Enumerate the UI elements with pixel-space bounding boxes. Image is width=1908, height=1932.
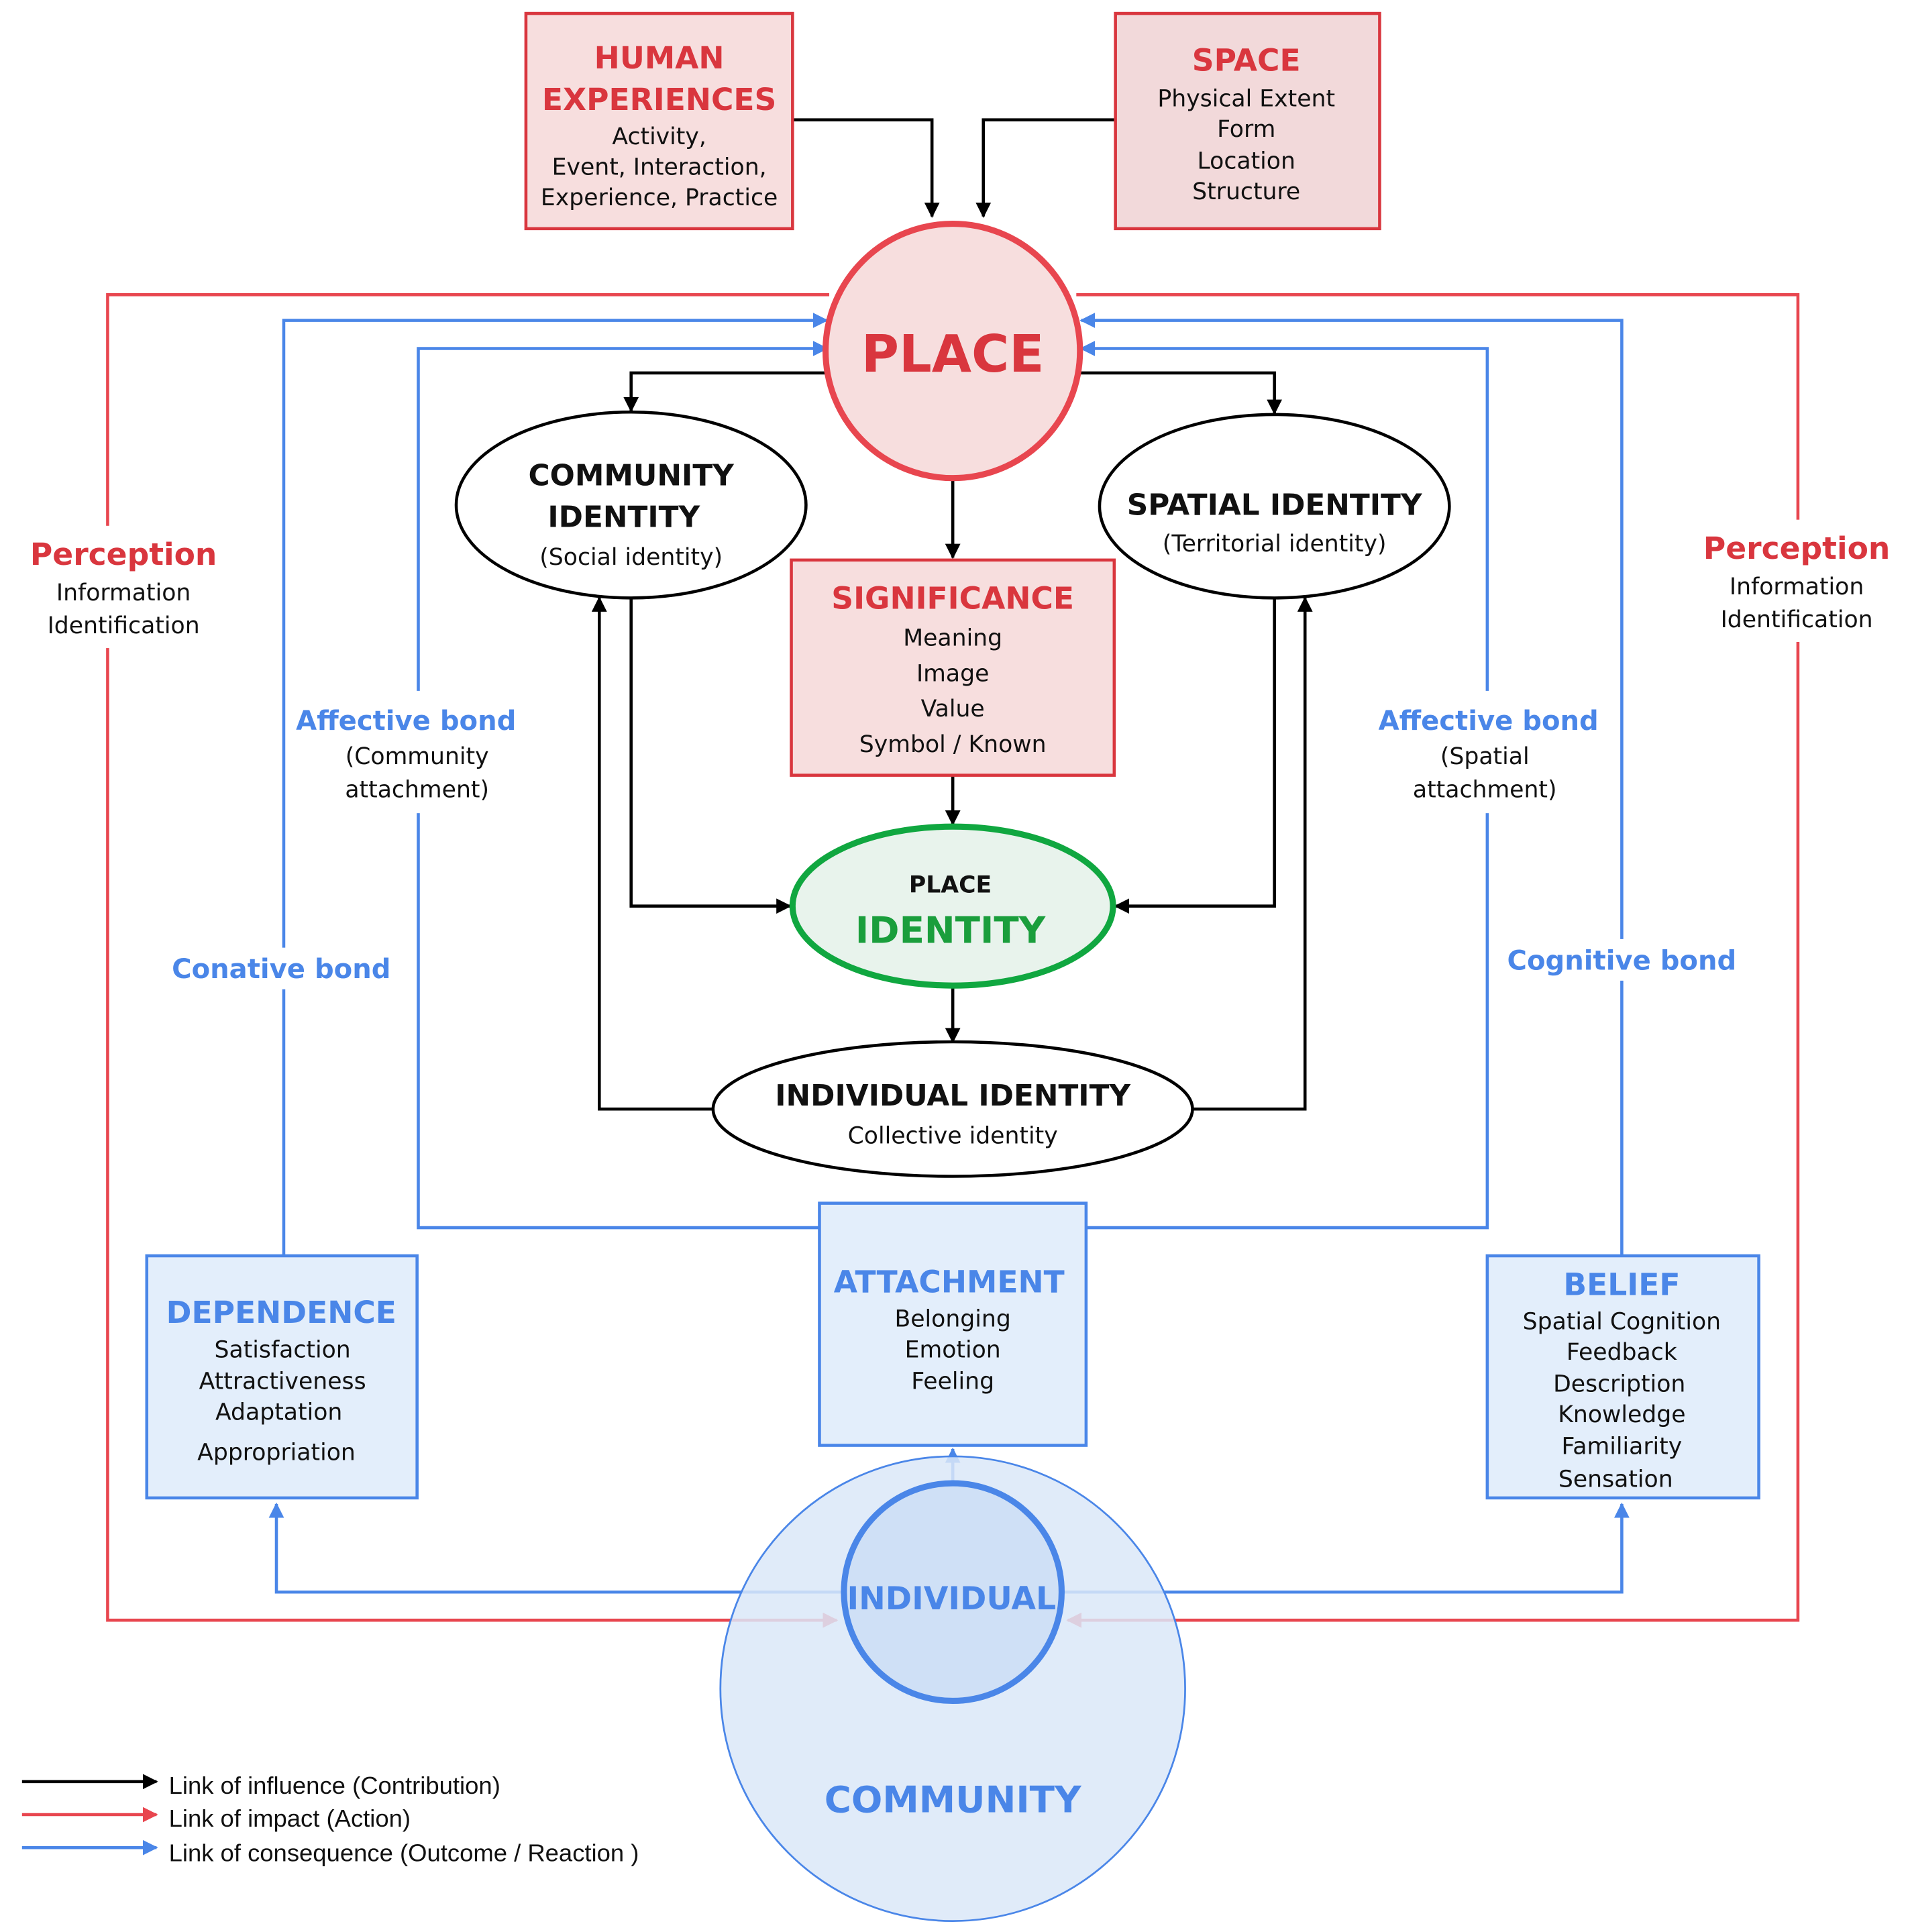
perception-left-label: Perception Information Identification [27,525,225,649]
affective-left-line-2: attachment) [345,776,489,803]
space-line-1: Physical Extent [1157,86,1335,113]
place-identity-node: PLACE IDENTITY [789,823,1116,989]
human-experiences-title-1: HUMAN [594,40,725,76]
link-perception-right [1066,293,1800,1628]
conative-bond-text: Conative bond [172,954,390,985]
human-experiences-box: HUMAN EXPERIENCES Activity, Event, Inter… [524,11,794,231]
link-place-to-spatial-identity [1078,371,1283,415]
attachment-line-3: Feeling [911,1368,994,1395]
link-individual-identity-to-community-identity [591,596,712,1111]
significance-line-2: Image [916,660,989,687]
community-identity-title-1: COMMUNITY [529,459,735,493]
space-line-4: Structure [1192,178,1300,205]
belief-line-6: Sensation [1558,1466,1673,1493]
place-identity-line-1: PLACE [909,872,992,899]
perception-left-title: Perception [30,537,217,572]
significance-line-1: Meaning [903,625,1002,651]
place-title: PLACE [861,325,1045,384]
affective-right-line-1: (Spatial [1440,743,1530,770]
link-community-identity-to-place-identity [629,599,792,914]
perception-right-line-1: Information [1730,574,1864,600]
belief-line-3: Description [1553,1371,1685,1397]
individual-node: INDIVIDUAL [841,1480,1065,1705]
attachment-box: ATTACHMENT Belonging Emotion Feeling [818,1201,1088,1447]
significance-line-3: Value [921,696,985,722]
dependence-box: DEPENDENCE Satisfaction Attractiveness A… [145,1254,419,1500]
individual-identity-node: INDIVIDUAL IDENTITY Collective identity [711,1040,1194,1178]
belief-line-4: Knowledge [1558,1401,1685,1428]
cognitive-bond-text: Cognitive bond [1507,945,1737,976]
human-experiences-line-1: Activity, [612,123,706,150]
link-human-experiences-to-place [792,118,940,218]
community-identity-node: COMMUNITY IDENTITY (Social identity) [454,411,808,600]
significance-line-4: Symbol / Known [859,731,1047,758]
significance-title: SIGNIFICANCE [831,581,1074,616]
belief-line-1: Spatial Cognition [1523,1308,1721,1335]
legend-influence-label: Link of influence (Contribution) [169,1772,500,1799]
link-perception-left [106,293,839,1628]
dependence-title: DEPENDENCE [166,1295,396,1330]
individual-identity-subtitle: Collective identity [848,1122,1058,1149]
belief-line-5: Familiarity [1562,1433,1683,1460]
attachment-title: ATTACHMENT [834,1265,1065,1300]
dependence-line-4: Appropriation [197,1439,356,1466]
cognitive-bond-label: Cognitive bond [1507,938,1737,981]
affective-right-title: Affective bond [1379,706,1599,737]
spatial-identity-title: SPATIAL IDENTITY [1127,488,1423,522]
perception-right-title: Perception [1703,531,1890,566]
legend: Link of influence (Contribution) Link of… [21,1772,639,1866]
belief-box: BELIEF Spatial Cognition Feedback Descri… [1485,1254,1760,1500]
affective-bond-right-label: Affective bond (Spatial attachment) [1375,690,1607,814]
affective-right-line-2: attachment) [1413,776,1557,803]
link-individual-identity-to-spatial-identity [1194,596,1313,1111]
place-node: PLACE [823,221,1083,482]
place-identity-line-2: IDENTITY [855,908,1047,951]
attachment-line-1: Belonging [895,1306,1011,1333]
legend-consequence-label: Link of consequence (Outcome / Reaction … [169,1839,639,1866]
belief-title: BELIEF [1563,1267,1680,1302]
perception-left-line-1: Information [56,580,191,606]
spatial-identity-subtitle: (Territorial identity) [1163,531,1387,557]
spatial-identity-node: SPATIAL IDENTITY (Territorial identity) [1098,413,1451,600]
community-title: COMMUNITY [825,1778,1082,1821]
link-space-to-place [975,118,1116,218]
dependence-line-3: Adaptation [215,1399,342,1426]
significance-box: SIGNIFICANCE Meaning Image Value Symbol … [790,558,1116,777]
link-place-to-community-identity [623,371,827,413]
space-title: SPACE [1192,43,1301,78]
human-experiences-line-3: Experience, Practice [541,184,778,211]
affective-left-title: Affective bond [296,706,516,737]
space-line-3: Location [1197,148,1295,175]
perception-right-line-2: Identification [1721,606,1873,633]
community-identity-title-2: IDENTITY [547,500,700,535]
legend-impact-label: Link of impact (Action) [169,1805,411,1832]
perception-right-label: Perception Information Identification [1700,519,1899,642]
perception-left-line-2: Identification [48,612,200,639]
dependence-line-1: Satisfaction [215,1336,351,1363]
human-experiences-line-2: Event, Interaction, [552,154,767,181]
individual-title: INDIVIDUAL [847,1580,1056,1617]
individual-identity-title: INDIVIDUAL IDENTITY [775,1079,1131,1113]
link-spatial-identity-to-place-identity [1114,599,1276,914]
community-identity-subtitle: (Social identity) [539,544,723,571]
dependence-line-2: Attractiveness [199,1368,366,1395]
attachment-line-2: Emotion [905,1336,1001,1363]
conative-bond-label: Conative bond [171,947,392,989]
link-conative-bond [282,313,829,1255]
space-box: SPACE Physical Extent Form Location Stru… [1114,11,1381,231]
space-line-2: Form [1217,116,1275,143]
link-individual-to-dependence [268,1502,844,1594]
affective-left-line-1: (Community [346,743,489,770]
belief-line-2: Feedback [1567,1339,1677,1366]
affective-bond-left-label: Affective bond (Community attachment) [293,690,526,814]
human-experiences-title-2: EXPERIENCES [542,82,776,117]
link-individual-to-belief [1061,1502,1630,1594]
